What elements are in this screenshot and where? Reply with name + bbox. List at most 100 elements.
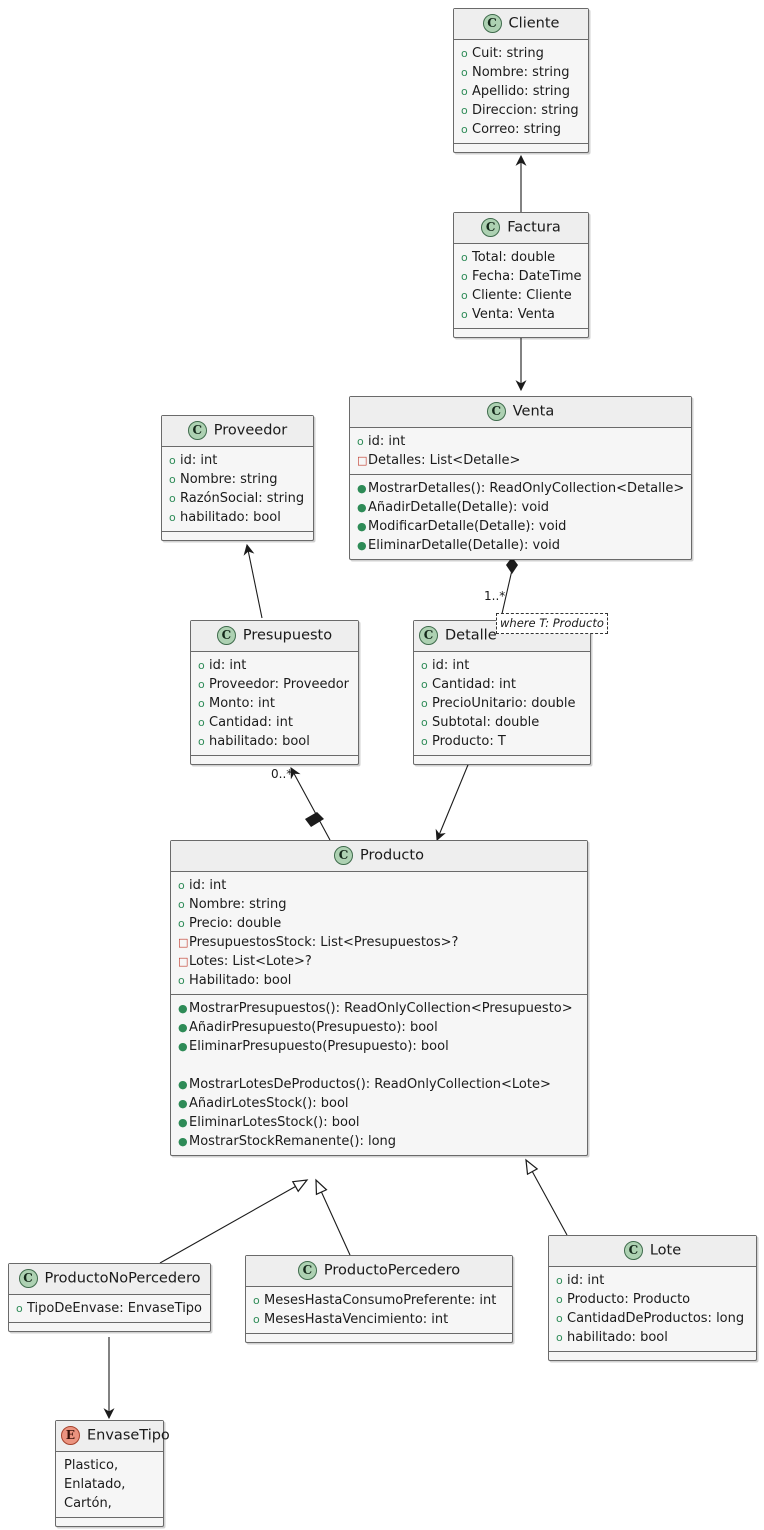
class-badge-c-icon: C: [18, 1269, 38, 1288]
class-badge-c-icon: C: [419, 626, 438, 645]
attribute-text: MesesHastaVencimiento: int: [264, 1312, 449, 1327]
attribute-text: Detalles: List<Detalle>: [368, 453, 521, 468]
visibility-marker-public-icon: o: [16, 1302, 23, 1315]
attribute-row: o id: int: [357, 432, 685, 451]
attribute-text: Cantidad: int: [432, 677, 516, 692]
attribute-text: Producto: Producto: [567, 1292, 691, 1307]
class-title: Cliente: [508, 15, 560, 32]
class-badge-c-icon: C: [481, 218, 501, 237]
edge-presupuesto-proveedor: [243, 543, 263, 619]
attribute-row: □PresupuestosStock: List<Presupuestos>?: [178, 933, 581, 952]
visibility-marker-public-icon: ●: [357, 520, 367, 533]
class-badge-c-icon: C: [482, 14, 502, 33]
visibility-marker-public-icon: o: [461, 104, 468, 117]
class-badge-c-icon: C: [216, 626, 236, 645]
method-text: MostrarStockRemanente(): long: [189, 1134, 397, 1149]
attribute-text: Cantidad: int: [209, 715, 293, 730]
class-badge-c-icon: C: [623, 1241, 643, 1260]
visibility-marker-public-icon: o: [461, 251, 468, 264]
visibility-marker-public-icon: o: [461, 308, 468, 321]
attribute-text: id: int: [209, 658, 247, 673]
visibility-marker-public-icon: ●: [357, 539, 367, 552]
methods-compartment-venta: ●MostrarDetalles(): ReadOnlyCollection<D…: [350, 475, 691, 559]
method-row: ●EliminarLotesStock(): bool: [178, 1113, 581, 1132]
visibility-marker-public-icon: o: [198, 735, 205, 748]
edge-productopercedero-producto: [315, 1178, 351, 1256]
literals-compartment-envase-tipo: Plastico, Enlatado, Cartón,: [56, 1452, 163, 1518]
method-text: MostrarPresupuestos(): ReadOnlyCollectio…: [189, 1001, 573, 1016]
visibility-marker-public-icon: ●: [357, 501, 367, 514]
enum-methods-compartment: [56, 1518, 163, 1526]
class-title: Lote: [649, 1242, 682, 1259]
visibility-marker-public-icon: o: [421, 678, 428, 691]
attribute-text: PrecioUnitario: double: [432, 696, 576, 711]
visibility-marker-public-icon: o: [169, 473, 176, 486]
visibility-marker-public-icon: o: [556, 1293, 563, 1306]
class-badge-c-icon: C: [486, 402, 506, 421]
methods-compartment-detalle: [414, 756, 590, 764]
visibility-marker-public-icon: ●: [178, 1116, 188, 1129]
visibility-marker-public-icon: o: [178, 898, 185, 911]
enum-badge-e-icon: E: [61, 1426, 80, 1445]
attribute-text: Habilitado: bool: [189, 973, 292, 988]
visibility-marker-public-icon: ●: [357, 482, 367, 495]
visibility-marker-public-icon: o: [461, 85, 468, 98]
attribute-text: id: int: [189, 878, 227, 893]
class-title: ProductoPercedero: [323, 1262, 461, 1279]
methods-compartment-lote: [549, 1352, 756, 1360]
enum-literal-row: Plastico,: [64, 1458, 119, 1473]
method-row-spacer: [178, 1056, 581, 1075]
visibility-marker-public-icon: ●: [178, 1040, 188, 1053]
visibility-marker-public-icon: o: [421, 716, 428, 729]
methods-compartment-cliente: [454, 144, 588, 152]
attribute-text: id: int: [567, 1273, 605, 1288]
visibility-marker-public-icon: o: [556, 1274, 563, 1287]
edge-label-venta-detalle-multiplicity: 1..*: [484, 589, 506, 603]
attribute-text: Venta: Venta: [472, 307, 555, 322]
visibility-marker-public-icon: o: [357, 435, 364, 448]
attribute-text: Proveedor: Proveedor: [209, 677, 350, 692]
attribute-text: id: int: [368, 434, 406, 449]
method-row: ●AñadirPresupuesto(Presupuesto): bool: [178, 1018, 581, 1037]
method-row: ●AñadirLotesStock(): bool: [178, 1094, 581, 1113]
visibility-marker-public-icon: o: [169, 511, 176, 524]
edge-producto-presupuesto: [290, 767, 331, 841]
method-row: ●ModificarDetalle(Detalle): void: [357, 517, 685, 536]
visibility-marker-public-icon: o: [178, 917, 185, 930]
visibility-marker-public-icon: o: [461, 47, 468, 60]
attribute-text: CantidadDeProductos: long: [567, 1311, 745, 1326]
attribute-text: Apellido: string: [472, 84, 571, 99]
method-text: MostrarLotesDeProductos(): ReadOnlyColle…: [189, 1077, 551, 1092]
